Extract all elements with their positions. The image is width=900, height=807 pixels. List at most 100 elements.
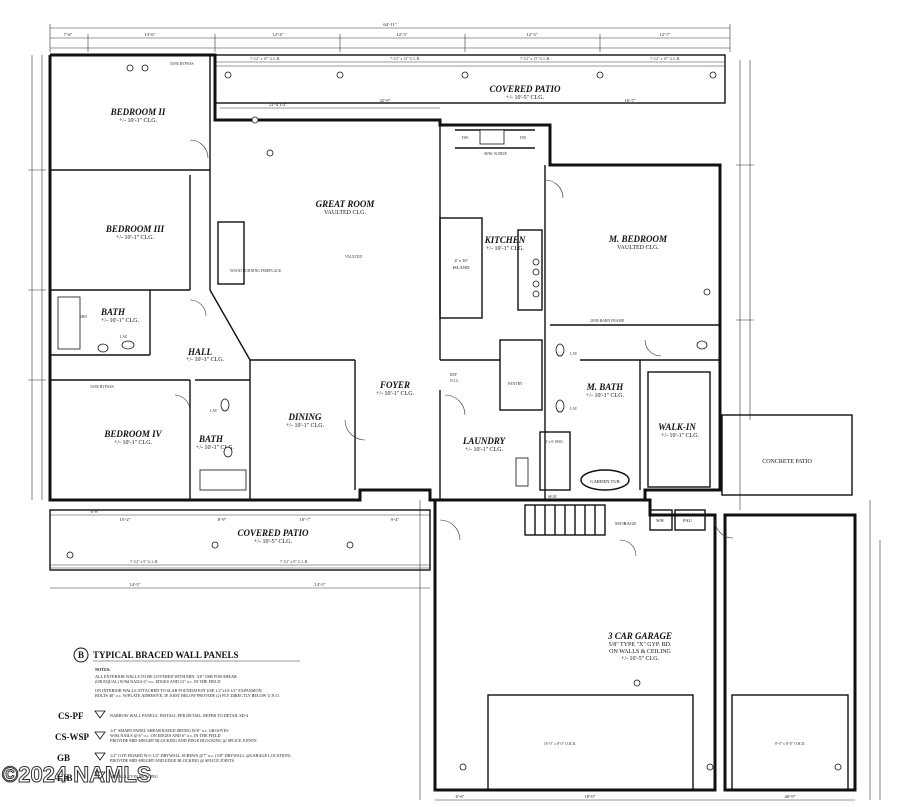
side-dimension-lines (28, 55, 881, 800)
garage-stairs (524, 504, 606, 536)
legend-tag-cs-wsp-text-c: PROVIDE MID-HEIGHT BLOCKING AND EDGE BLO… (110, 738, 257, 743)
foyer-clg: +/- 10'-1" CLG. (376, 391, 415, 397)
dim-top-2: 13'-6" (144, 32, 155, 37)
dim-top-4: 12'-3" (396, 32, 407, 37)
room-labels: BEDROOM II +/- 10'-1" CLG. BEDROOM III +… (100, 107, 812, 662)
island-label: ISLAND (453, 265, 471, 270)
concrete-patio-label: CONCRETE PATIO (762, 459, 812, 465)
top-dimension-lines: 64'-11" 7'-6" 13'-6" 12'-4" 12'-3" 12'-3… (49, 22, 731, 52)
triangle-icon (94, 731, 106, 740)
toilet-icon (223, 446, 233, 458)
dim-bot-1: 6'-8" (91, 509, 100, 514)
light-fixture-icon (336, 71, 344, 79)
washer-dryer-icon (515, 457, 529, 487)
toilet-icon (696, 340, 708, 350)
dim-gr-2: 32'-9" (379, 98, 390, 103)
dishwasher-1-label: DW (462, 136, 469, 140)
lav-4-label: LAV (570, 407, 578, 411)
garage-line-1: 5/8" TYPE "X" GYP. BD. (609, 642, 672, 648)
watermark-text: ©2024 NAMLS (2, 762, 151, 787)
dim-bot-2: 15'-2" (119, 517, 130, 522)
braced-wall-legend: B TYPICAL BRACED WALL PANELS NOTES: ALL … (55, 647, 300, 783)
legend-note-2: ON INTERIOR WALLS ATTACHED TO SLAB FOUND… (95, 688, 262, 693)
light-fixture-icon (461, 71, 469, 79)
nic-label: N.I.C. (450, 379, 459, 383)
master-bath-label: M. BATH (586, 382, 625, 392)
walk-in-clg: +/- 10'-1" CLG. (661, 433, 700, 439)
storage-label: STORAGE (615, 521, 636, 526)
triangle-icon (94, 771, 106, 780)
interior-walls (50, 55, 720, 500)
burner-icon (532, 268, 540, 276)
bedroom-2-clg: +/- 10'-1" CLG. (119, 118, 158, 124)
dim-top-5: 12'-3" (526, 32, 537, 37)
concrete-patio-outline (721, 414, 853, 496)
legend-tag-lib-text: METAL LET-IN BRACING (110, 774, 158, 779)
walk-in-label: WALK-IN (658, 422, 696, 432)
kitchen-sink-icon (479, 129, 505, 145)
dining-label: DINING (287, 412, 322, 422)
garage-label: 3 CAR GARAGE (607, 631, 672, 641)
toilet-icon (97, 343, 109, 353)
sink-icon (121, 340, 135, 350)
sink-label: SINK W/DISP. (484, 152, 507, 156)
kitchen-clg: +/- 10'-1" CLG. (486, 246, 525, 252)
dim-bot-5: 9'-4" (391, 517, 400, 522)
bath-2-clg: +/- 10'-1" CLG. (196, 445, 235, 451)
top-beam-label-3: 7-1/2" x 15" G.L.B. (520, 57, 550, 61)
light-fixture-icon (251, 116, 259, 124)
door-swings (174, 139, 734, 557)
legend-note-1: ALL EXTERIOR WALLS TO BE COVERED WITH MI… (95, 674, 237, 679)
bath-1-label: BATH (100, 307, 126, 317)
overall-width-dim: 64'-11" (383, 22, 396, 27)
water-heater-label: WH (656, 518, 664, 523)
bypass-door-1-label: 50/80 BYPASS (90, 385, 114, 389)
sink-icon (220, 398, 230, 412)
legend-tag-gb-text: 1/2" GYP. BOARD W/1-1/4" DRYWALL SCREWS … (110, 753, 291, 758)
master-bedroom-label: M. BEDROOM (608, 234, 668, 244)
dim-garage-1: 18'-0" (584, 794, 595, 799)
bedroom-4-label: BEDROOM IV (103, 429, 162, 439)
garage-line-2: ON WALLS & CEILING (609, 649, 671, 655)
dim-patio-1: 14'-5" (129, 582, 140, 587)
dim-garage-3: 6'-6" (456, 794, 465, 799)
burner-icon (532, 290, 540, 298)
garden-tub-label: GARDEN TUB (590, 479, 619, 484)
bypass-door-2-label: 50/80 BYPASS (170, 62, 194, 66)
garage-door-1-label: 16'-0" x 8'-0" O.H.D. (544, 742, 576, 746)
legend-tag-lib: LIB (57, 773, 73, 783)
top-beam-label-2: 7-1/2" x 15" G.L.B. (390, 57, 420, 61)
legend-tag-cs-pf-text: NARROW WALL PANELS, INSTALL PER DETAIL, … (110, 713, 249, 719)
dim-gr-1: 12'-4 1/2" (269, 102, 287, 107)
lav-1-label: LAV (120, 335, 128, 339)
vaulted-label: VAULTED (345, 255, 362, 259)
house-exterior-walls (48, 53, 722, 502)
hall-label: HALL (187, 347, 213, 357)
light-fixture-icon (709, 71, 717, 79)
bottom-beam-label-1: 7-1/2" x 9" G.L.B. (130, 560, 158, 564)
light-fixture-icon (266, 149, 274, 157)
light-fixture-icon (224, 71, 232, 79)
light-fixture-icon (596, 71, 604, 79)
fireplace-label: WOOD BURNING FIREPLACE (230, 269, 282, 273)
dim-top-6: 12'-7" (659, 32, 670, 37)
light-fixture-icon (459, 763, 467, 771)
legend-tag-cs-wsp-text-b: W/8d NAILS @ 6" o.c. ON EDGES AND 6" o.c… (110, 733, 220, 738)
light-fixture-icon (211, 541, 219, 549)
triangle-icon (94, 752, 106, 761)
bathtub-icon (57, 296, 81, 350)
plumbing-fixtures (57, 129, 708, 491)
legend-notes-heading: NOTES: (95, 667, 111, 672)
bathtub-icon (199, 469, 247, 491)
light-fixture-icon (66, 551, 74, 559)
legend-title: TYPICAL BRACED WALL PANELS (93, 650, 238, 660)
lav-2-label: LAV (210, 409, 218, 413)
bottom-beam-label-2: 7-1/2" x 9" G.L.B. (280, 560, 308, 564)
legend-tag-gb-text-b: PROVIDE MID-HEIGHT AND EDGE BLOCKING @ S… (110, 758, 235, 763)
dim-top-3: 12'-4" (272, 32, 283, 37)
covered-patio-bottom-clg: +/- 10'-5" CLG. (254, 539, 293, 545)
laundry-label: LAUNDRY (462, 436, 507, 446)
sink-icon (555, 399, 565, 413)
sink-icon (555, 343, 565, 357)
